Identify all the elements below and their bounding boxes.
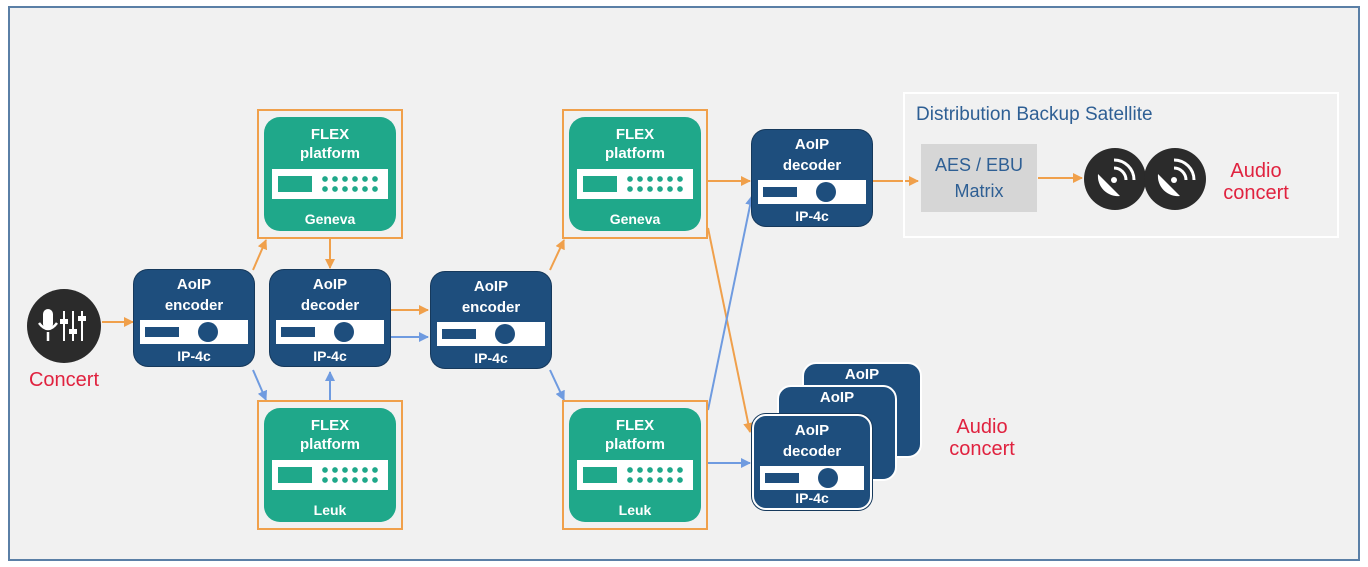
device-role: decoder [782, 157, 842, 174]
aoip-encoder-2: AoIP encoder IP-4c [431, 272, 551, 368]
aoip-decoder-bottom: AoIP decoder IP-4c [752, 414, 872, 510]
source-label: Concert [28, 369, 100, 391]
flex-site: Geneva [609, 211, 661, 227]
device-brand: AoIP [176, 276, 212, 293]
link-flex-leuk-to-decoder-top [707, 195, 756, 411]
device-model: IP-4c [474, 350, 508, 366]
rack-unit-icon [140, 320, 248, 344]
backup-satellite-group [903, 92, 1339, 238]
aoip-decoder-1: AoIP decoder IP-4c [270, 270, 390, 366]
device-model: IP-4c [795, 208, 829, 224]
rack-unit-icon [272, 169, 388, 199]
aes-ebu-matrix: AES / EBU Matrix [921, 144, 1037, 212]
aoip-encoder-1: AoIP encoder IP-4c [134, 270, 254, 366]
rack-unit-icon [760, 466, 864, 490]
rack-unit-icon [272, 460, 388, 490]
device-role: encoder [461, 299, 521, 316]
backup-title: Distribution Backup Satellite [916, 104, 1153, 125]
link-encoder2-to-flex-leuk [549, 369, 565, 401]
device-model: IP-4c [795, 490, 829, 506]
link-flex-geneva-to-decoder-bottom [707, 227, 754, 433]
device-brand: AoIP [794, 422, 830, 439]
flex-site: Leuk [313, 502, 347, 518]
link-encoder-to-flex-geneva [252, 239, 268, 271]
link-encoder2-to-flex-geneva [549, 239, 565, 271]
device-role: decoder [782, 443, 842, 460]
rack-unit-icon [577, 460, 693, 490]
rack-unit-icon [276, 320, 384, 344]
rack-unit-icon [437, 322, 545, 346]
rack-unit-icon [577, 169, 693, 199]
flex-site: Geneva [304, 211, 356, 227]
flex-site: Leuk [618, 502, 652, 518]
matrix-line-1: AES / EBU [934, 155, 1024, 175]
matrix-line-2: Matrix [954, 181, 1004, 201]
satellite-dish-icon [1084, 148, 1146, 210]
aoip-decoder-top: AoIP decoder IP-4c [752, 130, 872, 226]
link-encoder-to-flex-leuk [252, 369, 268, 401]
rack-unit-icon [758, 180, 866, 204]
device-brand: AoIP [312, 276, 348, 293]
device-model: IP-4c [177, 348, 211, 364]
device-role: encoder [164, 297, 224, 314]
device-model: IP-4c [313, 348, 347, 364]
device-role: decoder [300, 297, 360, 314]
microphone-mixer-icon [27, 289, 101, 363]
device-brand: AoIP [819, 389, 855, 406]
satellite-dish-icon [1144, 148, 1206, 210]
device-brand: AoIP [473, 278, 509, 295]
device-brand: AoIP [844, 366, 880, 383]
device-brand: AoIP [794, 136, 830, 153]
